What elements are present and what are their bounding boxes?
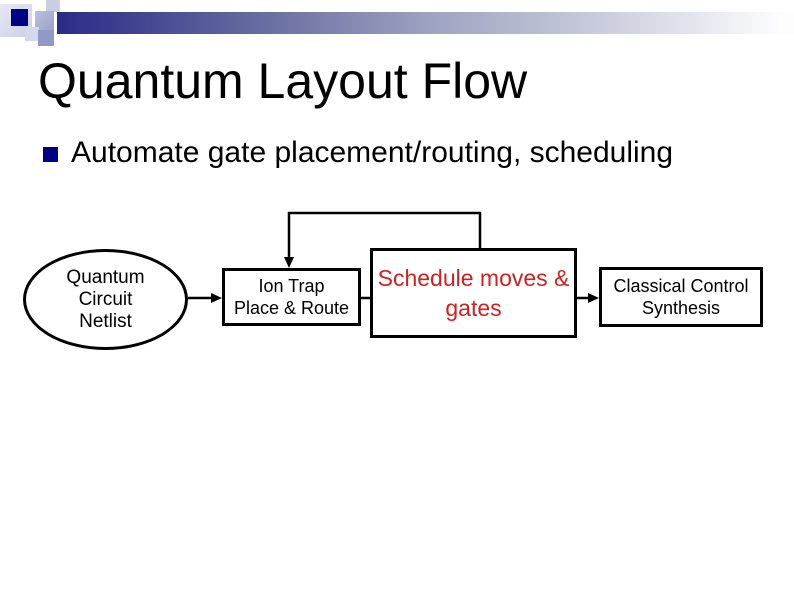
header-gradient-bar [57, 12, 794, 34]
schedule-box: Schedule moves & gates [370, 248, 577, 338]
bullet-square-icon [43, 147, 58, 162]
netlist-ellipse: Quantum Circuit Netlist [23, 249, 188, 350]
arrowhead-netlist-to-place-route [211, 293, 222, 303]
classical-line-1: Classical Control [613, 276, 749, 296]
decor-square-medium-dark [38, 30, 54, 46]
netlist-line-3: Netlist [79, 310, 132, 332]
slide-title: Quantum Layout Flow [38, 53, 528, 109]
place-route-line-1: Ion Trap [258, 276, 325, 296]
place-route-line-2: Place & Route [233, 298, 350, 318]
schedule-line-1: Schedule moves & [377, 265, 570, 291]
netlist-line-1: Quantum [66, 266, 145, 288]
decor-square-pale-top [46, 0, 60, 12]
bullet-text: Automate gate placement/routing, schedul… [71, 136, 674, 169]
decor-square-pale-low [25, 27, 39, 41]
arrowhead-feedback-to-place-route [284, 257, 294, 268]
decor-square-medium [35, 11, 54, 30]
arrowhead-schedule-to-classical [588, 293, 599, 303]
decor-square-navy [11, 9, 28, 26]
place-route-box: Ion Trap Place & Route [222, 268, 361, 326]
classical-box: Classical Control Synthesis [599, 267, 763, 327]
schedule-line-2: gates [445, 295, 502, 321]
netlist-line-2: Circuit [78, 288, 133, 310]
classical-line-2: Synthesis [641, 298, 721, 318]
